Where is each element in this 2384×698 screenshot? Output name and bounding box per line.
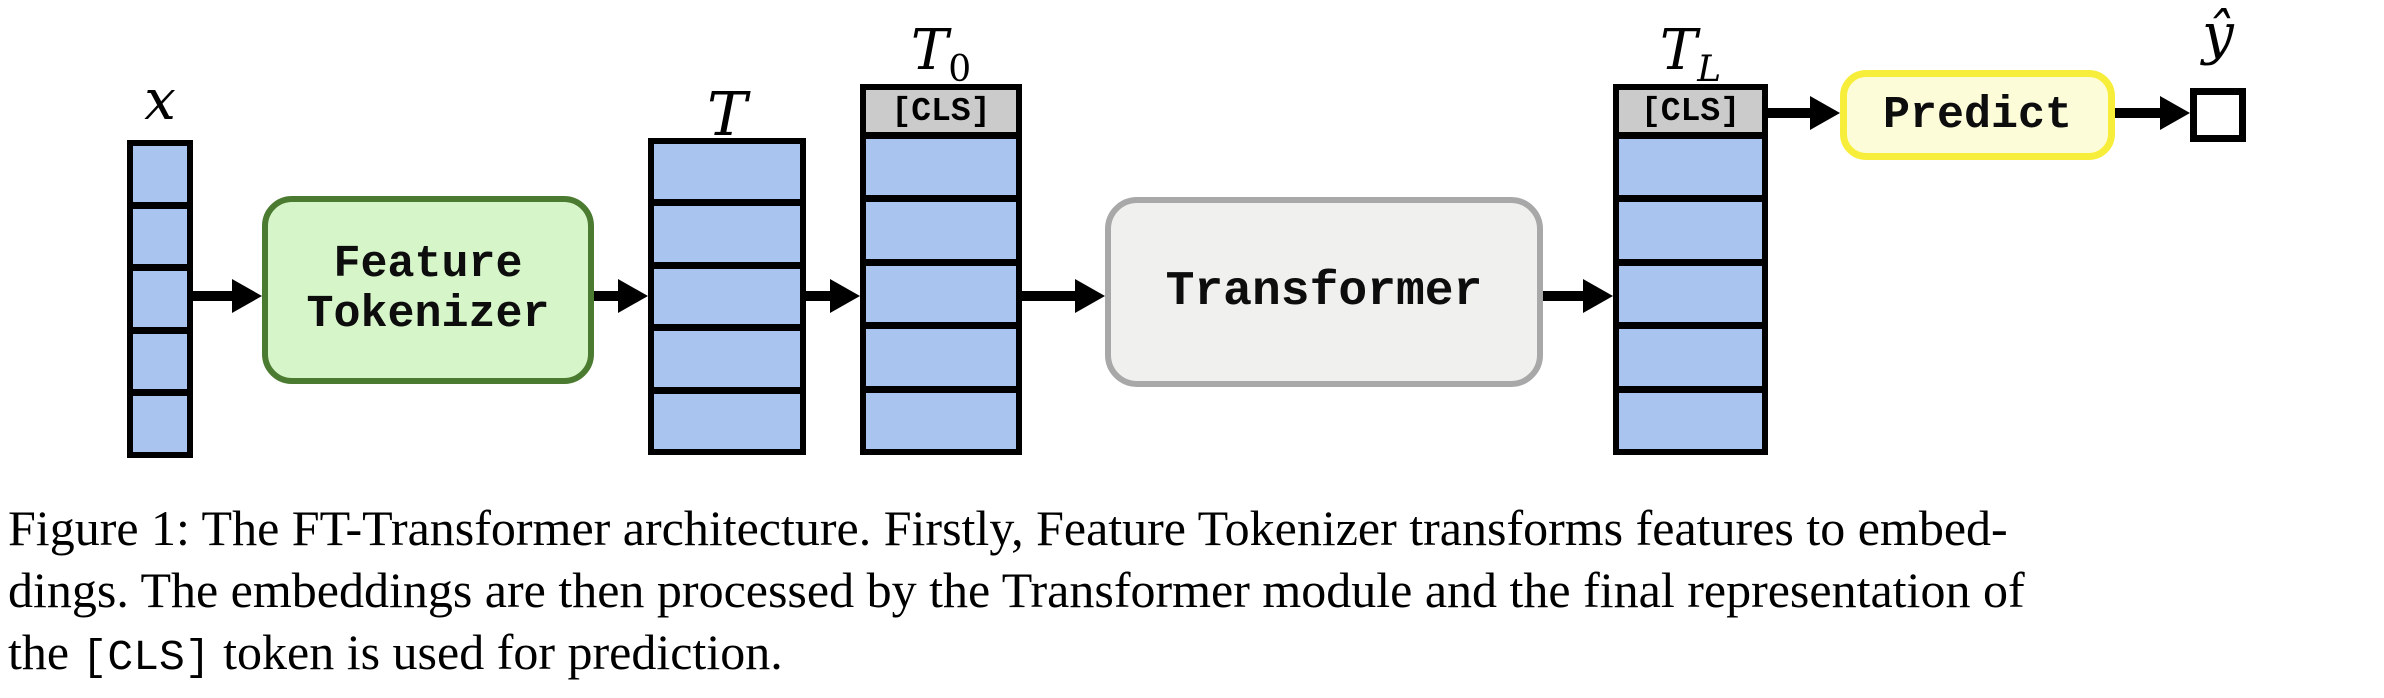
arrow-shaft [1543,291,1583,301]
arrow-shaft [1022,291,1075,301]
caption-cls-code: [CLS] [81,633,211,682]
transformer-label: Transformer [1165,265,1483,319]
t-column-label: T [648,82,806,148]
arrow-tokenizer-to-t [594,279,648,313]
caption-line: dings. The embeddings are then processed… [8,562,2025,618]
token-cell [1619,139,1762,196]
arrow-t-to-t0 [806,279,860,313]
input-vector-column [127,140,193,458]
t0-label-base: T [910,18,949,83]
arrow-head-icon [1810,96,1840,130]
arrow-head-icon [1583,279,1613,313]
arrow-shaft [806,291,830,301]
arrow-cls-to-predict [1768,96,1840,130]
token-cell [133,396,187,452]
tl-label-subscript: L [1697,49,1722,90]
token-cell [866,139,1016,196]
token-cell [133,271,187,327]
input-vector-label-text: x [144,68,176,133]
token-cell [1619,329,1762,386]
arrow-shaft [2115,108,2160,118]
tl-label-base: T [1659,18,1698,83]
transformer-box: Transformer [1105,197,1543,387]
token-cell [866,329,1016,386]
caption-line3-prefix: the [8,624,82,680]
token-cell [1619,392,1762,450]
caption-line3-suffix: token is used for prediction. [210,624,783,680]
arrow-shaft [594,291,618,301]
cls-token-cell: [CLS] [866,90,1016,132]
feature-tokenizer-box: Feature Tokenizer [262,196,594,384]
caption-line: the [CLS] token is used for prediction. [8,621,2384,689]
arrow-predict-to-output [2115,96,2190,130]
token-cell [654,144,800,200]
t-column [648,138,806,455]
token-cell [866,265,1016,323]
t0-column: [CLS] [860,84,1022,455]
cls-token-cell: [CLS] [1619,90,1762,132]
input-vector-label: x [110,70,210,132]
tl-column: [CLS] [1613,84,1768,455]
arrow-head-icon [2160,96,2190,130]
arrow-input-to-tokenizer [193,279,262,313]
token-cell [866,392,1016,450]
t0-column-label: T0 [860,20,1022,90]
arrow-t0-to-transformer [1022,279,1105,313]
token-cell [654,393,800,450]
token-cell [1619,202,1762,259]
token-cell [133,146,187,202]
cls-token-label: [CLS] [1640,92,1741,130]
token-cell [133,333,187,390]
arrow-head-icon [618,279,648,313]
token-cell [866,202,1016,259]
predict-label: Predict [1882,89,2073,141]
token-cell [654,268,800,325]
output-label: ŷ [2160,4,2276,66]
output-square [2190,88,2246,142]
tl-column-label: TL [1613,20,1768,90]
figure-caption: Figure 1: The FT-Transformer architectur… [8,497,2384,689]
cls-token-label: [CLS] [891,92,991,130]
arrow-shaft [193,291,232,301]
arrow-head-icon [1075,279,1105,313]
feature-tokenizer-label-line2: Tokenizer [306,289,550,340]
arrow-head-icon [830,279,860,313]
token-cell [1619,265,1762,323]
arrow-shaft [1768,108,1810,118]
token-cell [133,208,187,265]
arrow-head-icon [232,279,262,313]
t-column-label-text: T [706,80,748,150]
predict-box: Predict [1840,70,2115,160]
feature-tokenizer-label-line1: Feature [333,239,523,290]
arrow-transformer-to-tl [1543,279,1613,313]
token-cell [654,206,800,262]
output-label-text: ŷ [2202,2,2234,67]
t0-label-subscript: 0 [948,49,972,90]
token-cell [654,331,800,387]
caption-line: Figure 1: The FT-Transformer architectur… [8,500,2008,556]
